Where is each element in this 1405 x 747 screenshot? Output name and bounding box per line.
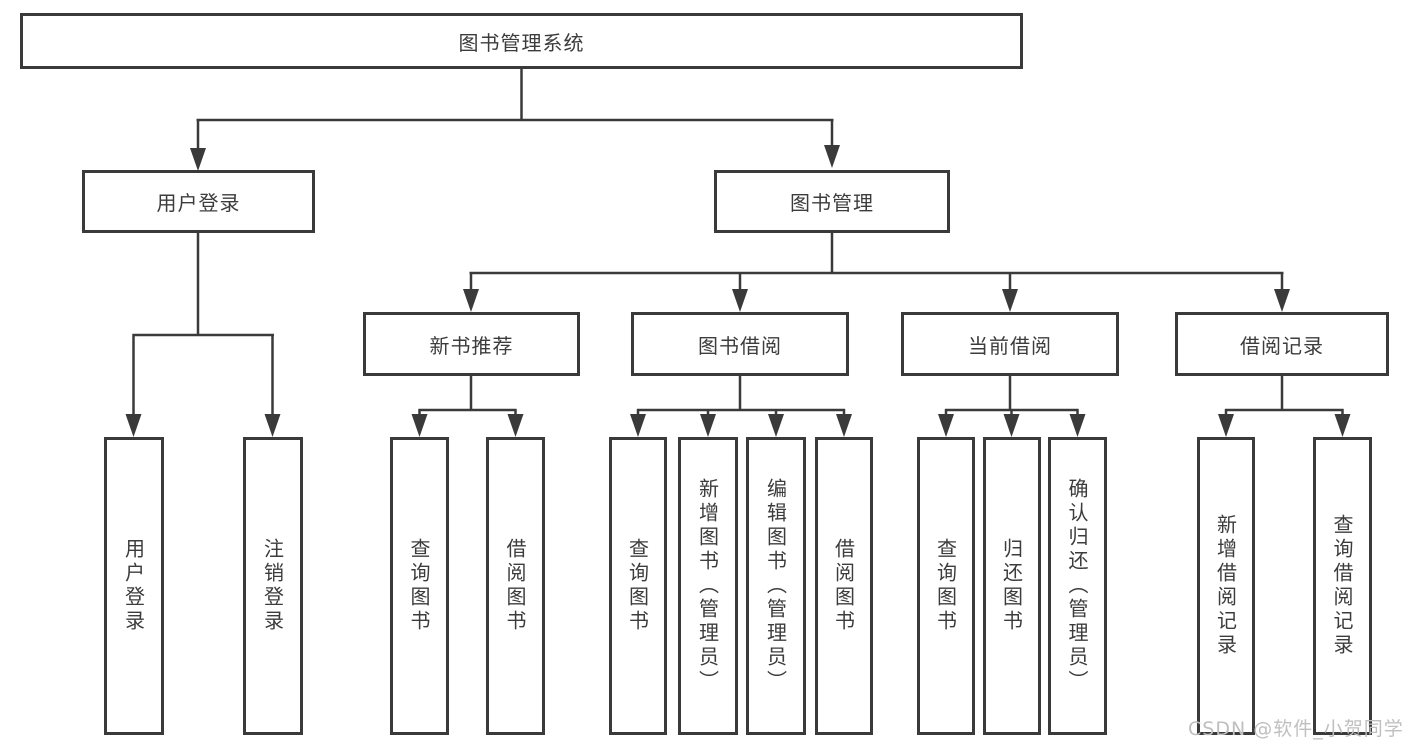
node-new-book-recommendation: 新书推荐 [363, 312, 580, 376]
node-book-management: 图书管理 [714, 170, 950, 233]
node-current-borrowing: 当前借阅 [901, 312, 1119, 376]
leaf-user-login: 用户登录 [104, 437, 164, 735]
node-book-borrowing: 图书借阅 [631, 312, 849, 376]
leaf-borrow-edit-books-admin: 编辑图书（管理员） [746, 437, 806, 735]
leaf-logout: 注销登录 [243, 437, 303, 735]
node-user-login: 用户登录 [82, 170, 315, 233]
leaf-borrow-query-books: 查询图书 [609, 437, 667, 735]
leaf-recommend-borrow-books: 借阅图书 [486, 437, 545, 735]
node-borrowing-records: 借阅记录 [1175, 312, 1389, 376]
csdn-watermark: CSDN @软件_小贺同学 [1188, 718, 1404, 740]
leaf-current-return-books: 归还图书 [983, 437, 1041, 735]
leaf-recommend-query-books: 查询图书 [390, 437, 449, 735]
leaf-borrow-add-books-admin: 新增图书（管理员） [678, 437, 738, 735]
leaf-current-confirm-return-admin: 确认归还（管理员） [1048, 437, 1107, 735]
leaf-records-query-borrow-record: 查询借阅记录 [1313, 437, 1372, 735]
node-root: 图书管理系统 [20, 13, 1023, 69]
leaf-records-add-borrow-record: 新增借阅记录 [1197, 437, 1255, 735]
leaf-borrow-borrow-books: 借阅图书 [815, 437, 873, 735]
leaf-current-query-books: 查询图书 [917, 437, 975, 735]
